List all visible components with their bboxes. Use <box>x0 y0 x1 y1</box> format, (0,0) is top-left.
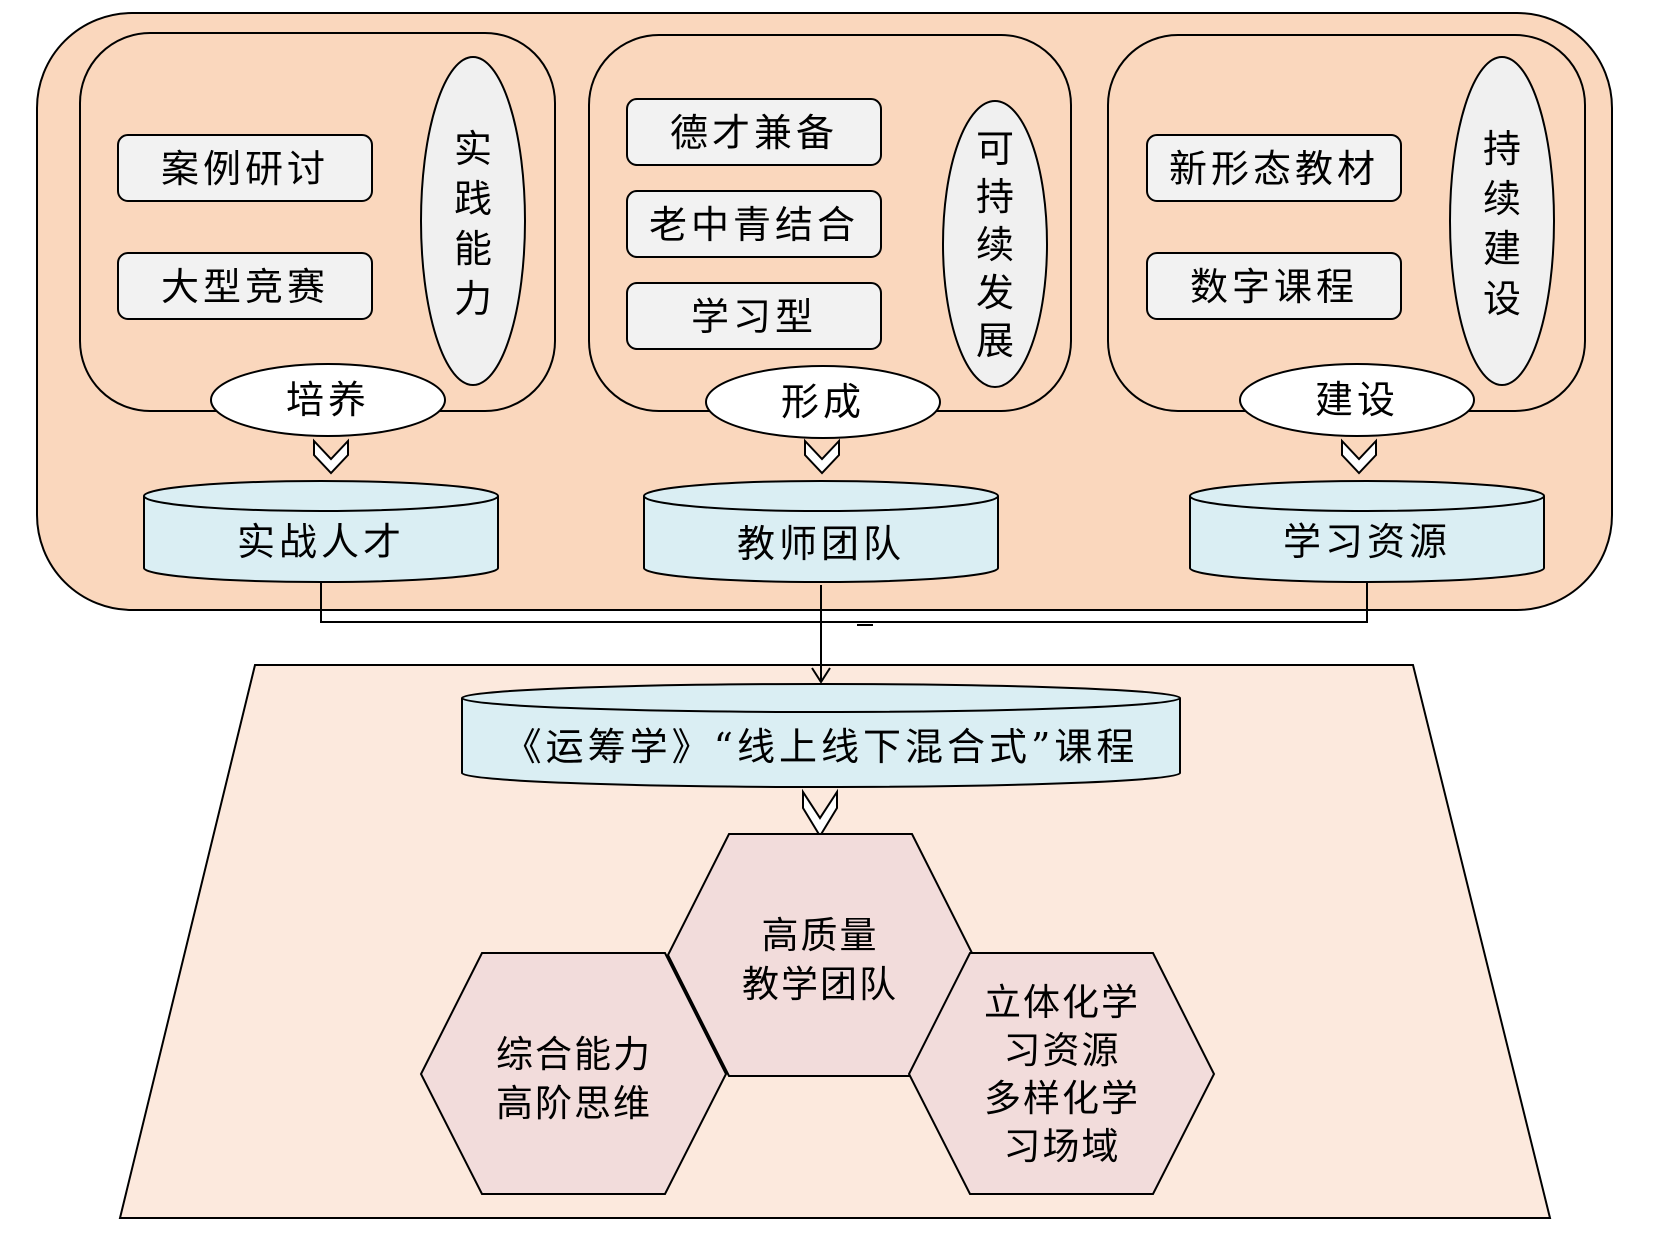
chevron-down-icon <box>804 438 840 475</box>
connector-label: 形成 <box>781 380 865 424</box>
side-char: 实 <box>454 127 492 171</box>
results: 综合能力 高阶思维 高质量 教学团队 立体化学 习资源 多样化学 习场域 <box>419 833 1216 1195</box>
item-label: 案例研讨 <box>161 147 329 191</box>
side-char: 持 <box>976 175 1014 219</box>
side-char: 践 <box>454 177 492 221</box>
group-practical-talent: 案例研讨 大型竞赛 实 践 能 力 培养 实战人才 <box>79 32 556 583</box>
item-label: 新形态教材 <box>1169 147 1379 191</box>
group-teacher-team: 德才兼备 老中青结合 学习型 可 持 续 发 展 形成 教师团队 <box>588 34 1072 583</box>
item-box <box>626 282 882 350</box>
outcome-label: 实战人才 <box>237 520 405 564</box>
side-oval <box>942 100 1048 388</box>
chevron-down-icon <box>1341 438 1377 475</box>
arrow-head-icon <box>811 667 831 684</box>
item-box <box>626 190 882 258</box>
merge-line <box>320 583 1368 623</box>
course-label: 《运筹学》“线上线下混合式”课程 <box>504 725 1139 769</box>
connector-label: 培养 <box>286 378 370 422</box>
result-line: 综合能力 <box>496 1033 652 1076</box>
group-learning-resources: 新形态教材 数字课程 持 续 建 设 建设 学习资源 <box>1107 34 1586 583</box>
item-box <box>626 98 882 166</box>
outcome-cylinder <box>1189 496 1545 583</box>
outcome-label: 学习资源 <box>1283 520 1451 564</box>
connector-oval <box>705 365 941 439</box>
result-line: 教学团队 <box>742 963 898 1006</box>
side-char: 设 <box>1483 277 1521 321</box>
merge-connectors <box>320 583 1368 684</box>
connector-label: 建设 <box>1315 378 1399 422</box>
side-char: 展 <box>976 319 1014 363</box>
side-char: 可 <box>976 127 1014 171</box>
chevron-down-icon <box>313 438 349 475</box>
item-box <box>117 134 373 202</box>
side-char: 发 <box>976 271 1014 315</box>
side-char: 建 <box>1483 227 1521 271</box>
item-label: 德才兼备 <box>670 111 838 155</box>
chevron-down-icon <box>802 788 838 838</box>
item-label: 数字课程 <box>1190 265 1358 309</box>
item-label: 大型竞赛 <box>161 265 329 309</box>
cylinder-top <box>1189 480 1545 512</box>
side-char: 力 <box>454 277 492 321</box>
outcome-label: 教师团队 <box>737 522 905 566</box>
outcome-cylinder <box>643 496 999 583</box>
item-label: 老中青结合 <box>649 203 859 247</box>
side-char: 续 <box>976 223 1014 267</box>
side-char: 续 <box>1483 177 1521 221</box>
item-box <box>117 252 373 320</box>
result-line: 习场域 <box>1004 1125 1121 1168</box>
cylinder-top <box>461 683 1181 713</box>
connector-oval <box>1239 363 1475 437</box>
result-line: 多样化学 <box>984 1077 1140 1120</box>
outcome-cylinder <box>143 496 499 583</box>
result-hexagon <box>907 952 1216 1195</box>
result-line: 高阶思维 <box>496 1082 652 1125</box>
result-line: 立体化学 <box>984 981 1140 1024</box>
result-hexagon <box>419 952 728 1195</box>
item-box <box>1146 252 1402 320</box>
side-char: 能 <box>454 227 492 271</box>
side-char: 持 <box>1483 127 1521 171</box>
cylinder-top <box>143 480 499 512</box>
result-line: 习资源 <box>1004 1029 1121 1072</box>
item-label: 学习型 <box>691 295 817 339</box>
course-cylinder <box>461 698 1181 788</box>
course-node: 《运筹学》“线上线下混合式”课程 <box>461 683 1181 788</box>
side-oval <box>1449 56 1555 386</box>
item-box <box>1146 134 1402 202</box>
result-line: 高质量 <box>762 914 879 957</box>
connector-oval <box>210 363 446 437</box>
side-oval <box>420 56 526 386</box>
cylinder-top <box>643 480 999 512</box>
